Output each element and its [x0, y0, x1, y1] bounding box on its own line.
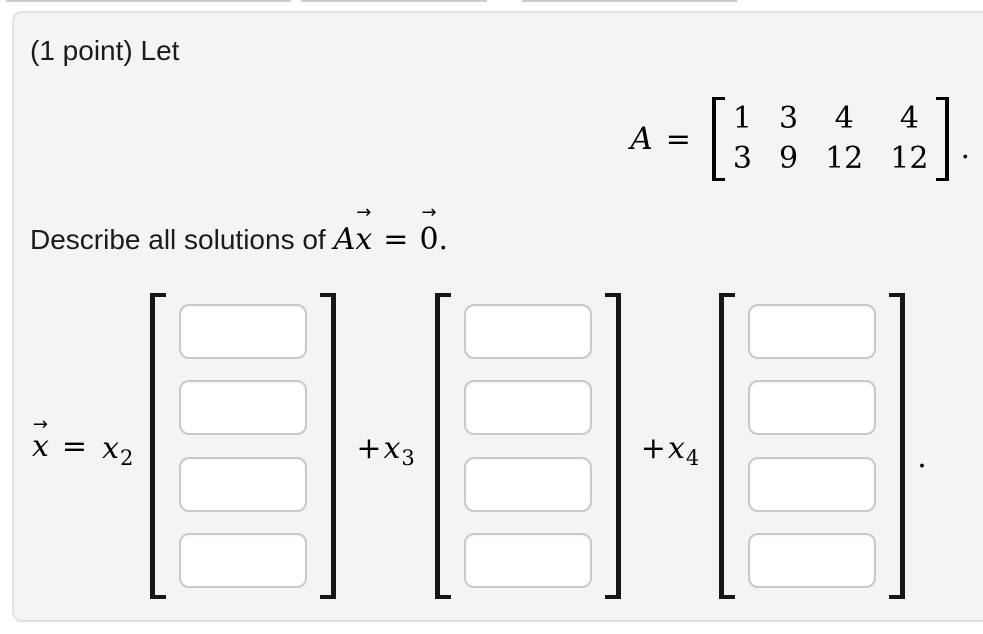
matrix-cell: 12 [890, 141, 929, 176]
lhs-vector-x: →x [32, 413, 49, 464]
toolbar-bottom-edge-segment [6, 0, 291, 2]
coefficient-x3: +x3 [356, 430, 415, 470]
matrix-var: A [630, 121, 653, 157]
right-bracket [320, 293, 337, 599]
matrix-left-bracket [711, 97, 725, 181]
vector-entries [451, 293, 605, 599]
vector-entry-input[interactable] [179, 532, 308, 588]
vector-entry-input[interactable] [748, 380, 877, 436]
describe-text: Describe all solutions of [30, 224, 326, 255]
zero-vector: →0 [419, 202, 439, 258]
vector-entry-input[interactable] [463, 532, 592, 588]
vector-arrow-icon: → [356, 202, 372, 223]
subscript: 4 [685, 445, 700, 470]
matrix-cell: 1 [732, 101, 752, 136]
matrix-cell: 4 [899, 101, 919, 136]
matrix-period: . [960, 130, 970, 166]
matrix-cell: 12 [825, 141, 864, 176]
vector-input-group [150, 293, 337, 599]
matrix-var-inline: A [333, 222, 356, 257]
subscript: 2 [119, 445, 134, 470]
solution-equation: →x = x2 +x3 [30, 293, 983, 599]
matrix-cell: 4 [834, 101, 854, 136]
vector-entry-input[interactable] [463, 304, 592, 359]
left-bracket [434, 293, 451, 599]
vector-entry-input[interactable] [179, 304, 308, 359]
vector-entry-input[interactable] [463, 380, 592, 436]
problem-header: (1 point) Let [30, 35, 180, 66]
problem-content: (1 point) Let A = 1 3 4 4 3 9 12 12 . De… [14, 13, 983, 599]
matrix-grid: 1 3 4 4 3 9 12 12 [725, 97, 937, 181]
left-bracket [150, 293, 167, 599]
toolbar-bottom-edge-segment [522, 0, 737, 2]
vector-entry-input[interactable] [748, 532, 877, 588]
matrix-display: A = 1 3 4 4 3 9 12 12 . [30, 97, 983, 181]
matrix-cell: 3 [732, 141, 752, 176]
vector-entry-input[interactable] [179, 380, 308, 436]
vector-arrow-icon: → [32, 413, 48, 435]
vector-entry-input[interactable] [179, 456, 308, 512]
vector-input-group [434, 293, 621, 599]
vector-entries [166, 293, 320, 599]
matrix-right-bracket [936, 97, 950, 181]
problem-panel: (1 point) Let A = 1 3 4 4 3 9 12 12 . De… [12, 11, 983, 622]
vector-arrow-icon: → [421, 202, 437, 223]
vector-x-inline: →x [355, 202, 373, 258]
lhs-equals-sign: = [61, 428, 88, 464]
toolbar-bottom-edge-segment [301, 0, 487, 2]
right-bracket [889, 293, 906, 599]
equation-period: . [917, 439, 927, 475]
matrix-cell: 3 [778, 101, 799, 136]
right-bracket [604, 293, 621, 599]
vector-entries [735, 293, 889, 599]
coefficient-x4: +x4 [640, 430, 700, 470]
describe-period: . [438, 222, 449, 257]
matrix-cell: 9 [778, 141, 799, 176]
equals-sign: = [383, 222, 409, 257]
left-bracket [719, 293, 736, 599]
vector-entry-input[interactable] [748, 304, 877, 359]
vector-entry-input[interactable] [463, 456, 592, 512]
coefficient-x2: x2 [102, 430, 134, 470]
vector-input-group [719, 293, 906, 599]
vector-entry-input[interactable] [748, 456, 877, 512]
equals-sign: = [665, 121, 691, 157]
subscript: 3 [401, 445, 415, 470]
